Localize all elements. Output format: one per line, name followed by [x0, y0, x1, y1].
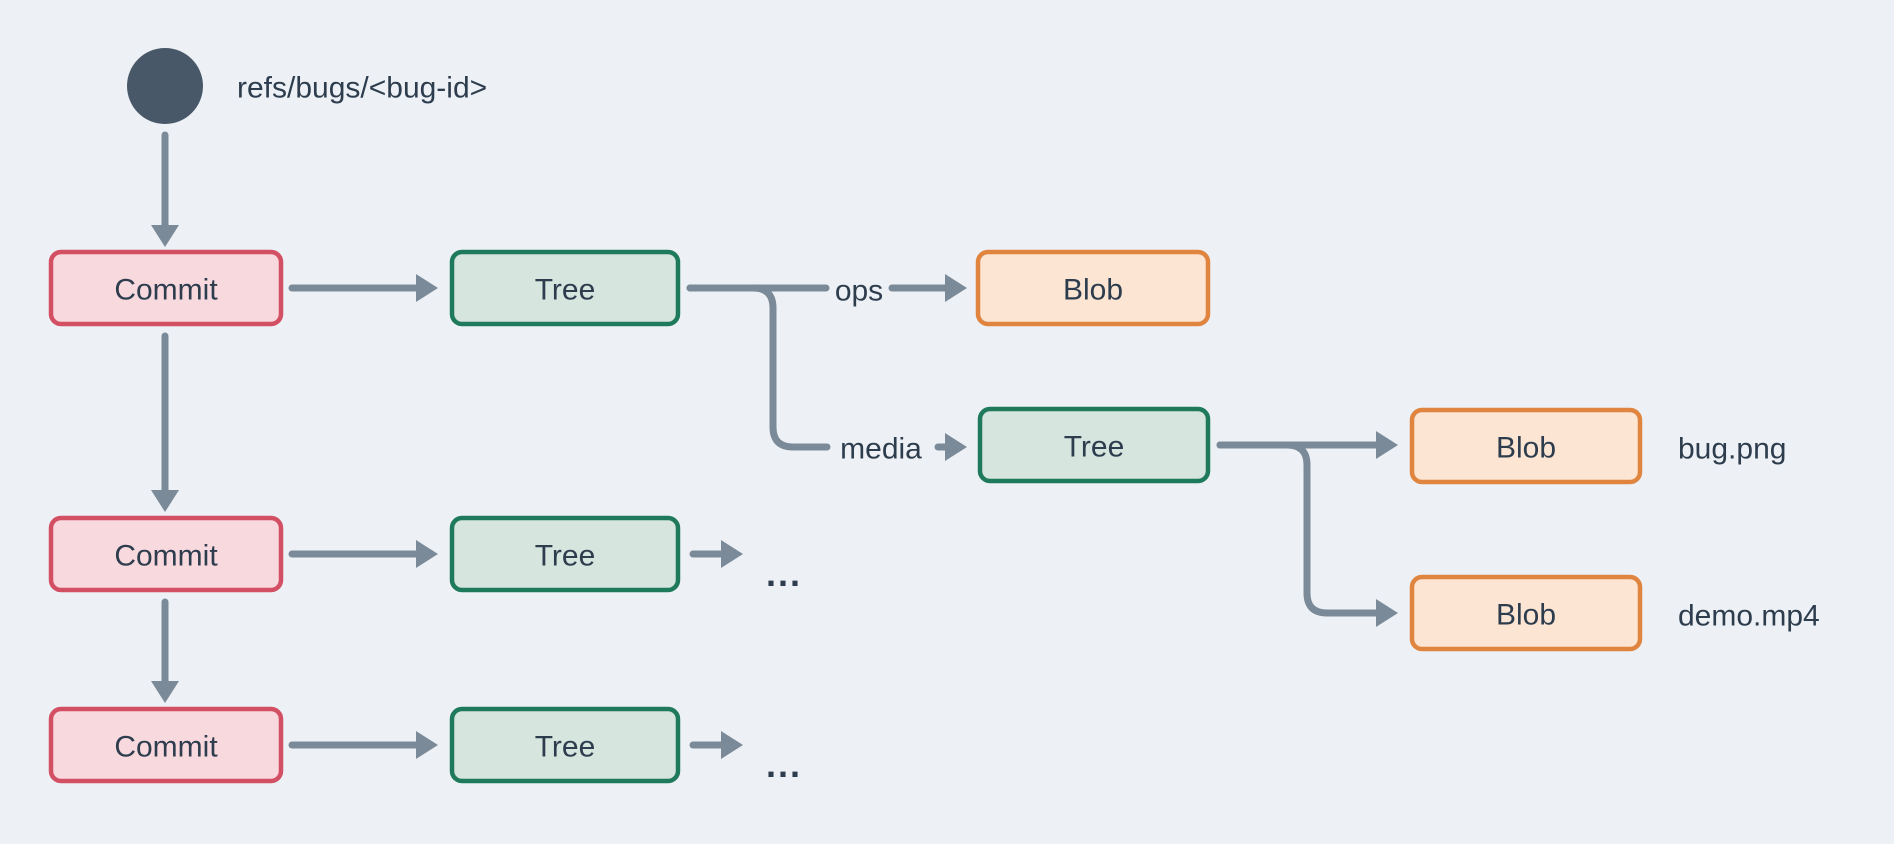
- commit-label: Commit: [114, 274, 218, 307]
- commit-label: Commit: [114, 540, 218, 573]
- blob-label: Blob: [1496, 599, 1556, 632]
- tree-box: [977, 406, 1211, 484]
- blob-node-ops: Blob: [975, 249, 1211, 327]
- edge-treemedia-to-blob-demo: [1216, 441, 1398, 627]
- tree-node-3: Tree: [449, 706, 681, 784]
- blob-label: Blob: [1496, 432, 1556, 465]
- ref-head-dot: [127, 48, 203, 124]
- file-label-bug-png: bug.png: [1678, 433, 1786, 466]
- tree-label: Tree: [535, 731, 596, 764]
- blob-label: Blob: [1063, 274, 1123, 307]
- commit-box: [48, 515, 284, 593]
- blob-box: [1409, 574, 1643, 652]
- ref-label: refs/bugs/<bug-id>: [237, 72, 487, 105]
- edge-label-ops: ops: [835, 275, 883, 308]
- commit-node-2: Commit: [48, 515, 284, 593]
- edge-tree1-to-media-label: [686, 284, 831, 451]
- tree-node-1: Tree: [449, 249, 681, 327]
- blob-box: [975, 249, 1211, 327]
- blob-box: [1409, 407, 1643, 485]
- tree-box: [449, 249, 681, 327]
- file-label-demo-mp4: demo.mp4: [1678, 600, 1820, 633]
- edge-label-media: media: [840, 433, 922, 466]
- tree-box: [449, 515, 681, 593]
- commit-node-1: Commit: [48, 249, 284, 327]
- commit-box: [48, 249, 284, 327]
- tree-label: Tree: [535, 540, 596, 573]
- blob-node-demo: Blob: [1409, 574, 1643, 652]
- blob-node-bug: Blob: [1409, 407, 1643, 485]
- ellipsis-row3: ...: [766, 744, 802, 785]
- commit-node-3: Commit: [48, 706, 284, 784]
- tree-box: [449, 706, 681, 784]
- tree-label: Tree: [535, 274, 596, 307]
- commit-label: Commit: [114, 731, 218, 764]
- ellipsis-row2: ...: [766, 553, 802, 594]
- tree-node-media: Tree: [977, 406, 1211, 484]
- tree-node-2: Tree: [449, 515, 681, 593]
- commit-box: [48, 706, 284, 784]
- tree-label: Tree: [1064, 431, 1125, 464]
